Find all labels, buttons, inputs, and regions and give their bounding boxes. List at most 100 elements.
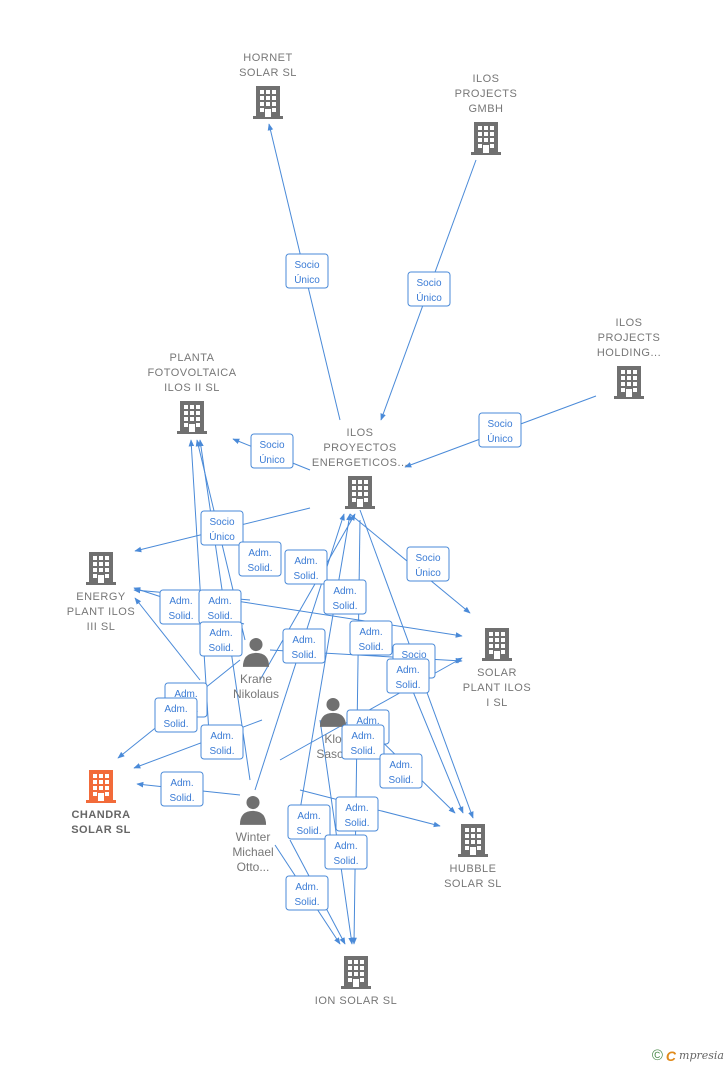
relation-label-text: Adm.: [356, 716, 379, 727]
company-label-line: PLANTA: [170, 352, 215, 364]
relation-label-box: [349, 620, 393, 656]
building-icon: [614, 366, 644, 399]
relation-label-text: Adm.: [292, 635, 315, 646]
relation-label-box: [282, 628, 326, 664]
brand-logo-letter: C: [665, 1047, 677, 1064]
relation-label-box: [238, 541, 282, 577]
company-label-line: ILOS: [346, 427, 373, 439]
person-label-line: Klo: [324, 732, 342, 746]
relation-label-text: Único: [487, 432, 513, 445]
relation-label-box: [407, 271, 451, 307]
relation-label-a17[interactable]: Adm.Solid.: [335, 796, 379, 832]
relation-label-text: Socio: [415, 553, 440, 564]
company-label-line: I SL: [486, 697, 508, 709]
person-label-line: Nikolaus: [233, 687, 279, 701]
relation-label-text: Solid.: [395, 680, 420, 691]
company-label-line: ILOS: [615, 317, 642, 329]
relation-label-a1[interactable]: Adm. Solid.: [238, 541, 282, 577]
relation-label-text: Adm.: [359, 627, 382, 638]
relation-label-text: Adm.: [208, 596, 231, 607]
relation-label-a3[interactable]: Adm.Solid.: [323, 579, 367, 615]
relation-label-a13[interactable]: Adm.Solid.: [341, 724, 385, 760]
relation-label-a4[interactable]: Adm. Solid.: [159, 589, 203, 625]
company-label-line: SOLAR SL: [239, 67, 297, 79]
relation-label-a19[interactable]: Adm.Solid.: [324, 834, 368, 870]
company-label-line: PLANT ILOS: [67, 606, 135, 618]
relation-label-a14[interactable]: Adm.Solid.: [200, 724, 244, 760]
relation-label-text: Socio: [487, 419, 512, 430]
relation-label-text: Adm.: [164, 704, 187, 715]
person-icon: [239, 796, 267, 825]
building-icon: [458, 824, 488, 857]
relation-label-a11[interactable]: Adm.Solid.: [154, 697, 198, 733]
relation-label-a18[interactable]: Adm.Solid.: [287, 804, 331, 840]
relation-label-text: Adm.: [248, 548, 271, 559]
relation-label-text: Solid.: [247, 563, 272, 574]
company-node-energy[interactable]: ENERGY PLANT ILOS III SL: [67, 552, 135, 633]
person-node-winter[interactable]: WinterMichaelOtto...: [232, 796, 274, 874]
relation-label-box: [324, 834, 368, 870]
relation-label-a2[interactable]: Adm.Solid.: [284, 549, 328, 585]
relation-label-text: Solid.: [168, 611, 193, 622]
relation-label-box: [287, 804, 331, 840]
company-label-line: III SL: [87, 621, 116, 633]
relation-label-text: Solid.: [344, 818, 369, 829]
relation-label-a8[interactable]: Adm. Solid.: [349, 620, 393, 656]
relation-label-a16[interactable]: Adm.Solid.: [160, 771, 204, 807]
person-label-line: Otto...: [237, 860, 270, 874]
company-node-ilos-holding[interactable]: ILOSPROJECTSHOLDING...: [597, 317, 661, 399]
relation-label-box: [154, 697, 198, 733]
relation-label-text: Único: [416, 291, 442, 304]
company-label-line: ENERGETICOS...: [312, 457, 408, 469]
relation-label-text: Adm.: [351, 731, 374, 742]
relation-label-a6[interactable]: Adm.Solid.: [199, 621, 243, 657]
relation-label-text: Solid.: [358, 642, 383, 653]
relation-label-box: [341, 724, 385, 760]
relation-label-box: [200, 510, 244, 546]
relation-label-text: Único: [415, 566, 441, 579]
building-icon: [482, 628, 512, 661]
relation-label-a7[interactable]: Adm. Solid.: [282, 628, 326, 664]
company-label-line: ENERGY: [76, 591, 126, 603]
relation-label-a15[interactable]: Adm.Solid.: [379, 753, 423, 789]
relation-label-a9[interactable]: Adm.Solid.: [386, 658, 430, 694]
relation-label-a5[interactable]: Adm.Solid.: [198, 589, 242, 625]
company-node-ion[interactable]: ION SOLAR SL: [315, 956, 397, 1007]
relation-label-box: [406, 546, 450, 582]
relation-label-box: [284, 549, 328, 585]
relation-label-a20[interactable]: Adm.Solid.: [285, 875, 329, 911]
building-icon: [253, 86, 283, 119]
company-label-line: PROJECTS: [598, 332, 661, 344]
relation-edge: [259, 513, 356, 681]
relation-label-text: Solid.: [291, 650, 316, 661]
relation-label-text: Adm.: [169, 596, 192, 607]
relation-label-box: [199, 621, 243, 657]
company-node-ilos-proy[interactable]: ILOSPROYECTOSENERGETICOS...: [312, 427, 408, 509]
company-label-line: SOLAR SL: [71, 824, 131, 836]
relation-label-box: [200, 724, 244, 760]
relation-label-text: Adm.: [334, 841, 357, 852]
building-icon: [341, 956, 371, 989]
company-label-line: SOLAR SL: [444, 878, 502, 890]
relation-label-text: Solid.: [293, 571, 318, 582]
relation-edge: [229, 599, 463, 638]
relation-label-text: Solid.: [296, 826, 321, 837]
